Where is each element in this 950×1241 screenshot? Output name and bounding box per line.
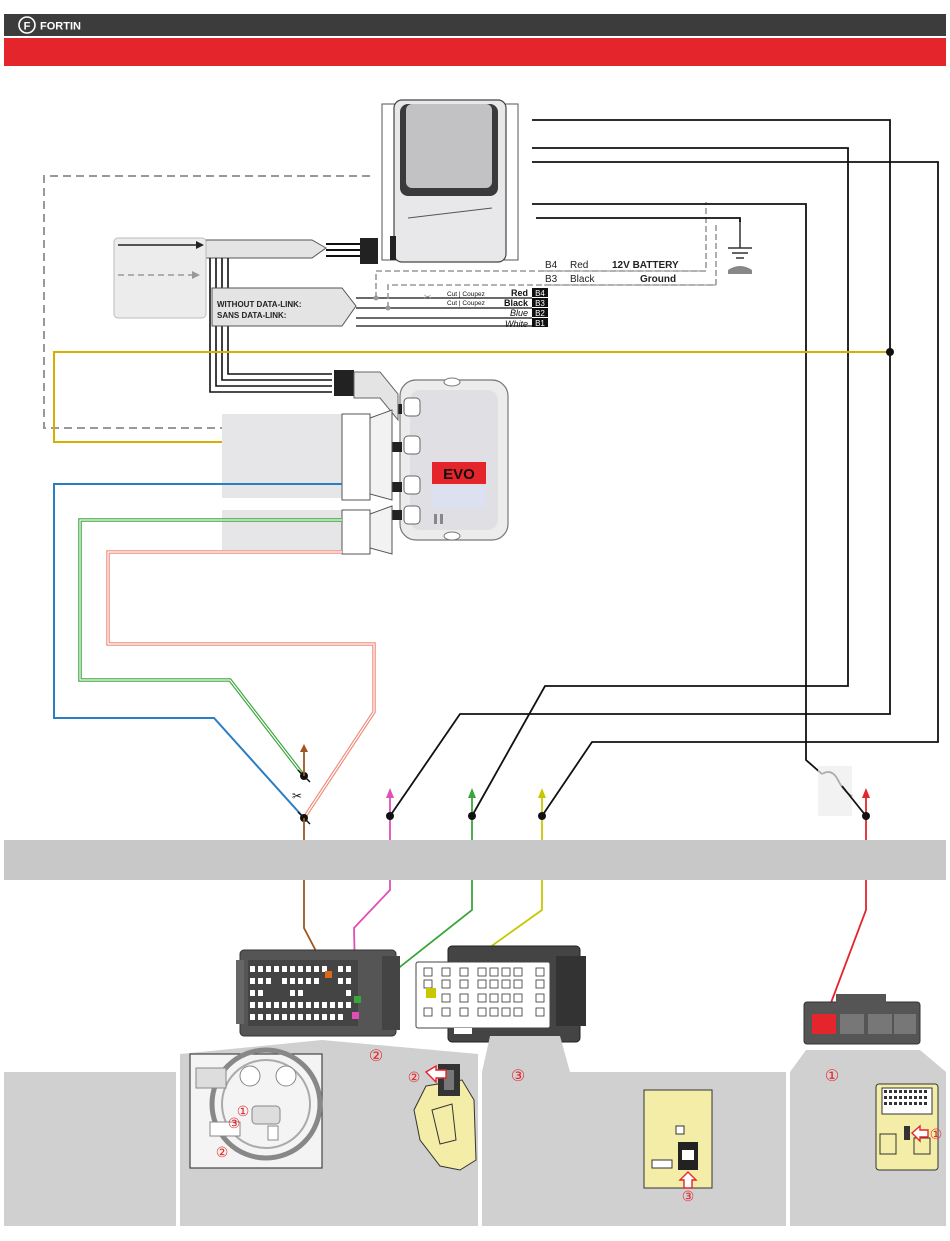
photo-callout-2: ② [216, 1144, 229, 1160]
green-wire [80, 520, 342, 776]
power-b3-code: B3 [545, 274, 558, 285]
red-arrow-icon [862, 788, 870, 798]
brown-arrow-icon [300, 744, 308, 752]
top-harness-plug [206, 238, 378, 264]
title-bar [4, 38, 946, 66]
pin-b4-color: Red [511, 288, 528, 298]
car-chassis-icon [728, 266, 752, 274]
evo-module: EVO [392, 378, 508, 540]
power-b4-label: 12V BATTERY [612, 260, 679, 271]
scissors-icon: ✂ [424, 292, 432, 302]
connector-3-callout: ③ [511, 1068, 525, 1085]
lime-arrow-icon [538, 788, 546, 798]
bottom-panel-3 [482, 1036, 786, 1226]
pin-b2-color: Blue [510, 308, 528, 318]
power-labels: B4 Red 12V BATTERY B3 Black Ground [544, 260, 716, 285]
connector-2 [236, 950, 400, 1036]
evo-connector-lower [342, 506, 392, 554]
salmon-wire [108, 552, 374, 818]
brand-name: FORTIN [40, 21, 81, 33]
cut-label-1: Cut | Coupez [447, 291, 485, 298]
yellow-tile-1 [876, 1084, 938, 1170]
connector-1 [804, 994, 920, 1044]
datalink-line2: SANS DATA-LINK: [217, 311, 286, 320]
lime-pin-marker [426, 988, 436, 998]
photo-callout-3: ③ [228, 1115, 241, 1131]
header-bar [4, 14, 946, 36]
bottom-panel-1 [4, 1072, 176, 1226]
pin-b4-code: B4 [535, 289, 545, 298]
power-b3-label: Ground [640, 274, 676, 285]
bracket-callout-2: ② [408, 1069, 421, 1085]
tile-1-callout: ① [930, 1126, 943, 1142]
section-band [4, 840, 946, 880]
green-arrow-icon [468, 788, 476, 798]
connector-2-callout: ② [369, 1048, 383, 1065]
dashboard-photo [190, 1050, 322, 1168]
evo-connector-upper [342, 410, 392, 500]
tile-3-callout: ③ [682, 1188, 695, 1204]
red-pin-marker [812, 1014, 836, 1034]
connector-panel-lower [222, 510, 344, 550]
evo-logo: EVO [443, 466, 475, 483]
legend-box [114, 238, 206, 318]
ground-icon [728, 220, 752, 258]
pin-b1-color: White [505, 319, 528, 329]
junction-dot [886, 348, 894, 356]
datalink-line1: WITHOUT DATA-LINK: [217, 300, 302, 309]
power-b4-code: B4 [545, 260, 558, 271]
pin-b3-code: B3 [535, 299, 545, 308]
power-b4-color: Red [570, 260, 588, 271]
brand-mark: F [24, 21, 31, 33]
cut-label-2: Cut | Coupez [447, 300, 485, 307]
cut-scissors-icon: ✂ [292, 789, 302, 803]
pin-b2-code: B2 [535, 309, 545, 318]
pink-arrow-icon [386, 788, 394, 798]
pin-b1-code: B1 [535, 319, 545, 328]
green-pin-marker [354, 996, 361, 1003]
power-b3-color: Black [570, 274, 595, 285]
main-module [382, 100, 518, 262]
brown-pin-marker [325, 971, 332, 978]
pin-b3-color: Black [504, 298, 529, 308]
connector-panel-upper [222, 414, 344, 498]
yellow-tile-3 [644, 1090, 712, 1188]
connector-3 [416, 946, 586, 1042]
pink-pin-marker [352, 1012, 359, 1019]
connector-1-callout: ① [825, 1068, 839, 1085]
